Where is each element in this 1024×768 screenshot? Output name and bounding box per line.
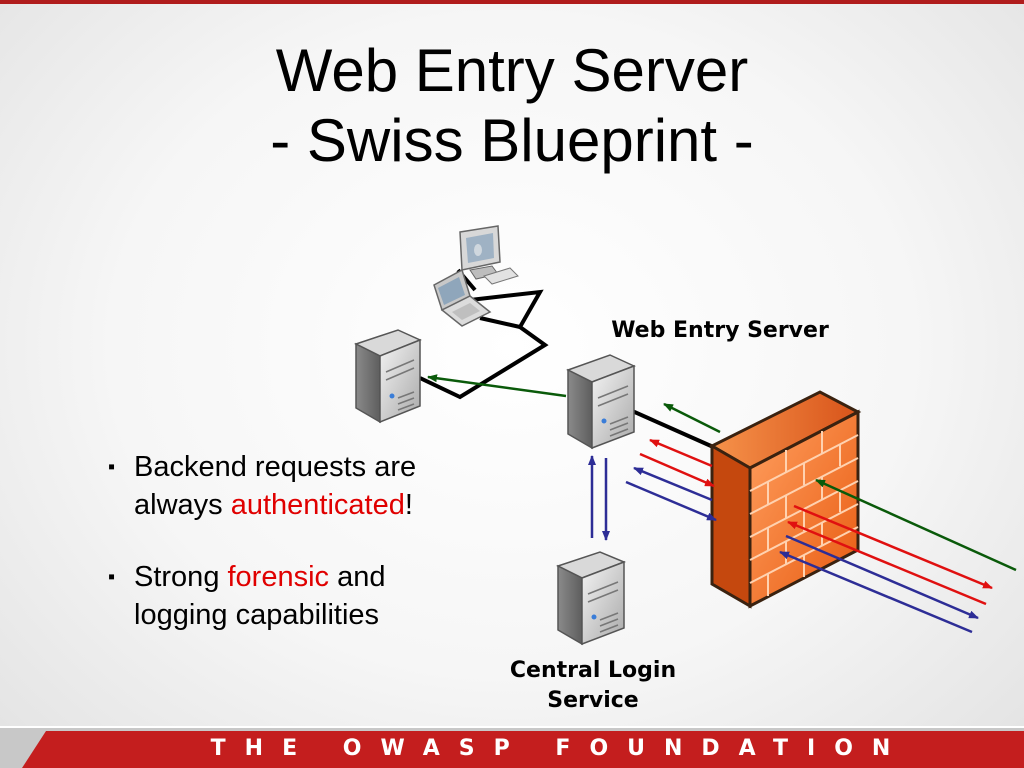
red-flow-arrows: [639, 438, 993, 606]
web-entry-server-label: Web Entry Server: [611, 318, 829, 343]
highlight-forensic: forensic: [227, 561, 330, 593]
title-line-1: Web Entry Server: [275, 37, 749, 104]
bullet-marker: ▪: [108, 566, 116, 588]
bullet-item-forensic: ▪ Strong forensic and logging capabiliti…: [108, 558, 508, 634]
bullet-marker: ▪: [108, 456, 116, 478]
footer-band: [0, 726, 1024, 768]
red-arrow-2: [639, 452, 715, 488]
highlight-authenticated: authenticated: [230, 489, 405, 521]
bullet-item-authenticated: ▪ Backend requests are always authentica…: [108, 448, 508, 524]
blue-arrow-3: [785, 534, 979, 620]
red-arrow-4: [787, 520, 987, 606]
page-title: Web Entry Server - Swiss Blueprint -: [0, 36, 1024, 176]
blue-arrow-1: [633, 466, 713, 502]
bullet-text: !: [404, 489, 413, 521]
bullet-text: and: [329, 561, 386, 593]
blue-arrow-4: [779, 550, 973, 634]
red-arrow-1: [649, 438, 713, 468]
green-flow-arrows: [427, 374, 1017, 572]
central-login-label: Central Login Service: [470, 656, 716, 716]
laptop-icon: [433, 268, 492, 327]
bullet-text: Strong: [134, 561, 228, 593]
footer-text: THE OWASP FOUNDATION: [210, 736, 910, 761]
top-accent-bar: [0, 0, 1024, 4]
green-arrow-to-web-entry: [663, 402, 721, 434]
blue-arrow-2: [625, 480, 717, 522]
blue-flow-arrows: [588, 455, 979, 634]
network-cables: [419, 268, 721, 452]
bullet-text: always: [134, 489, 231, 521]
bullet-list: ▪ Backend requests are always authentica…: [108, 448, 508, 668]
firewall-icon: [708, 390, 862, 609]
central-login-server-icon: [556, 551, 627, 646]
server-icon: [354, 329, 422, 424]
green-arrow-external: [815, 478, 1017, 572]
desktop-computer-icon: [459, 225, 519, 285]
bullet-text: logging capabilities: [134, 599, 380, 631]
web-entry-server-icon: [566, 354, 636, 450]
red-arrow-3: [793, 504, 993, 590]
central-login-label-line-2: Service: [547, 688, 639, 713]
title-line-2: - Swiss Blueprint -: [270, 107, 754, 174]
bullet-text: Backend requests are: [134, 451, 417, 483]
green-arrow-to-backend: [427, 374, 567, 398]
central-login-label-line-1: Central Login: [509, 658, 677, 683]
